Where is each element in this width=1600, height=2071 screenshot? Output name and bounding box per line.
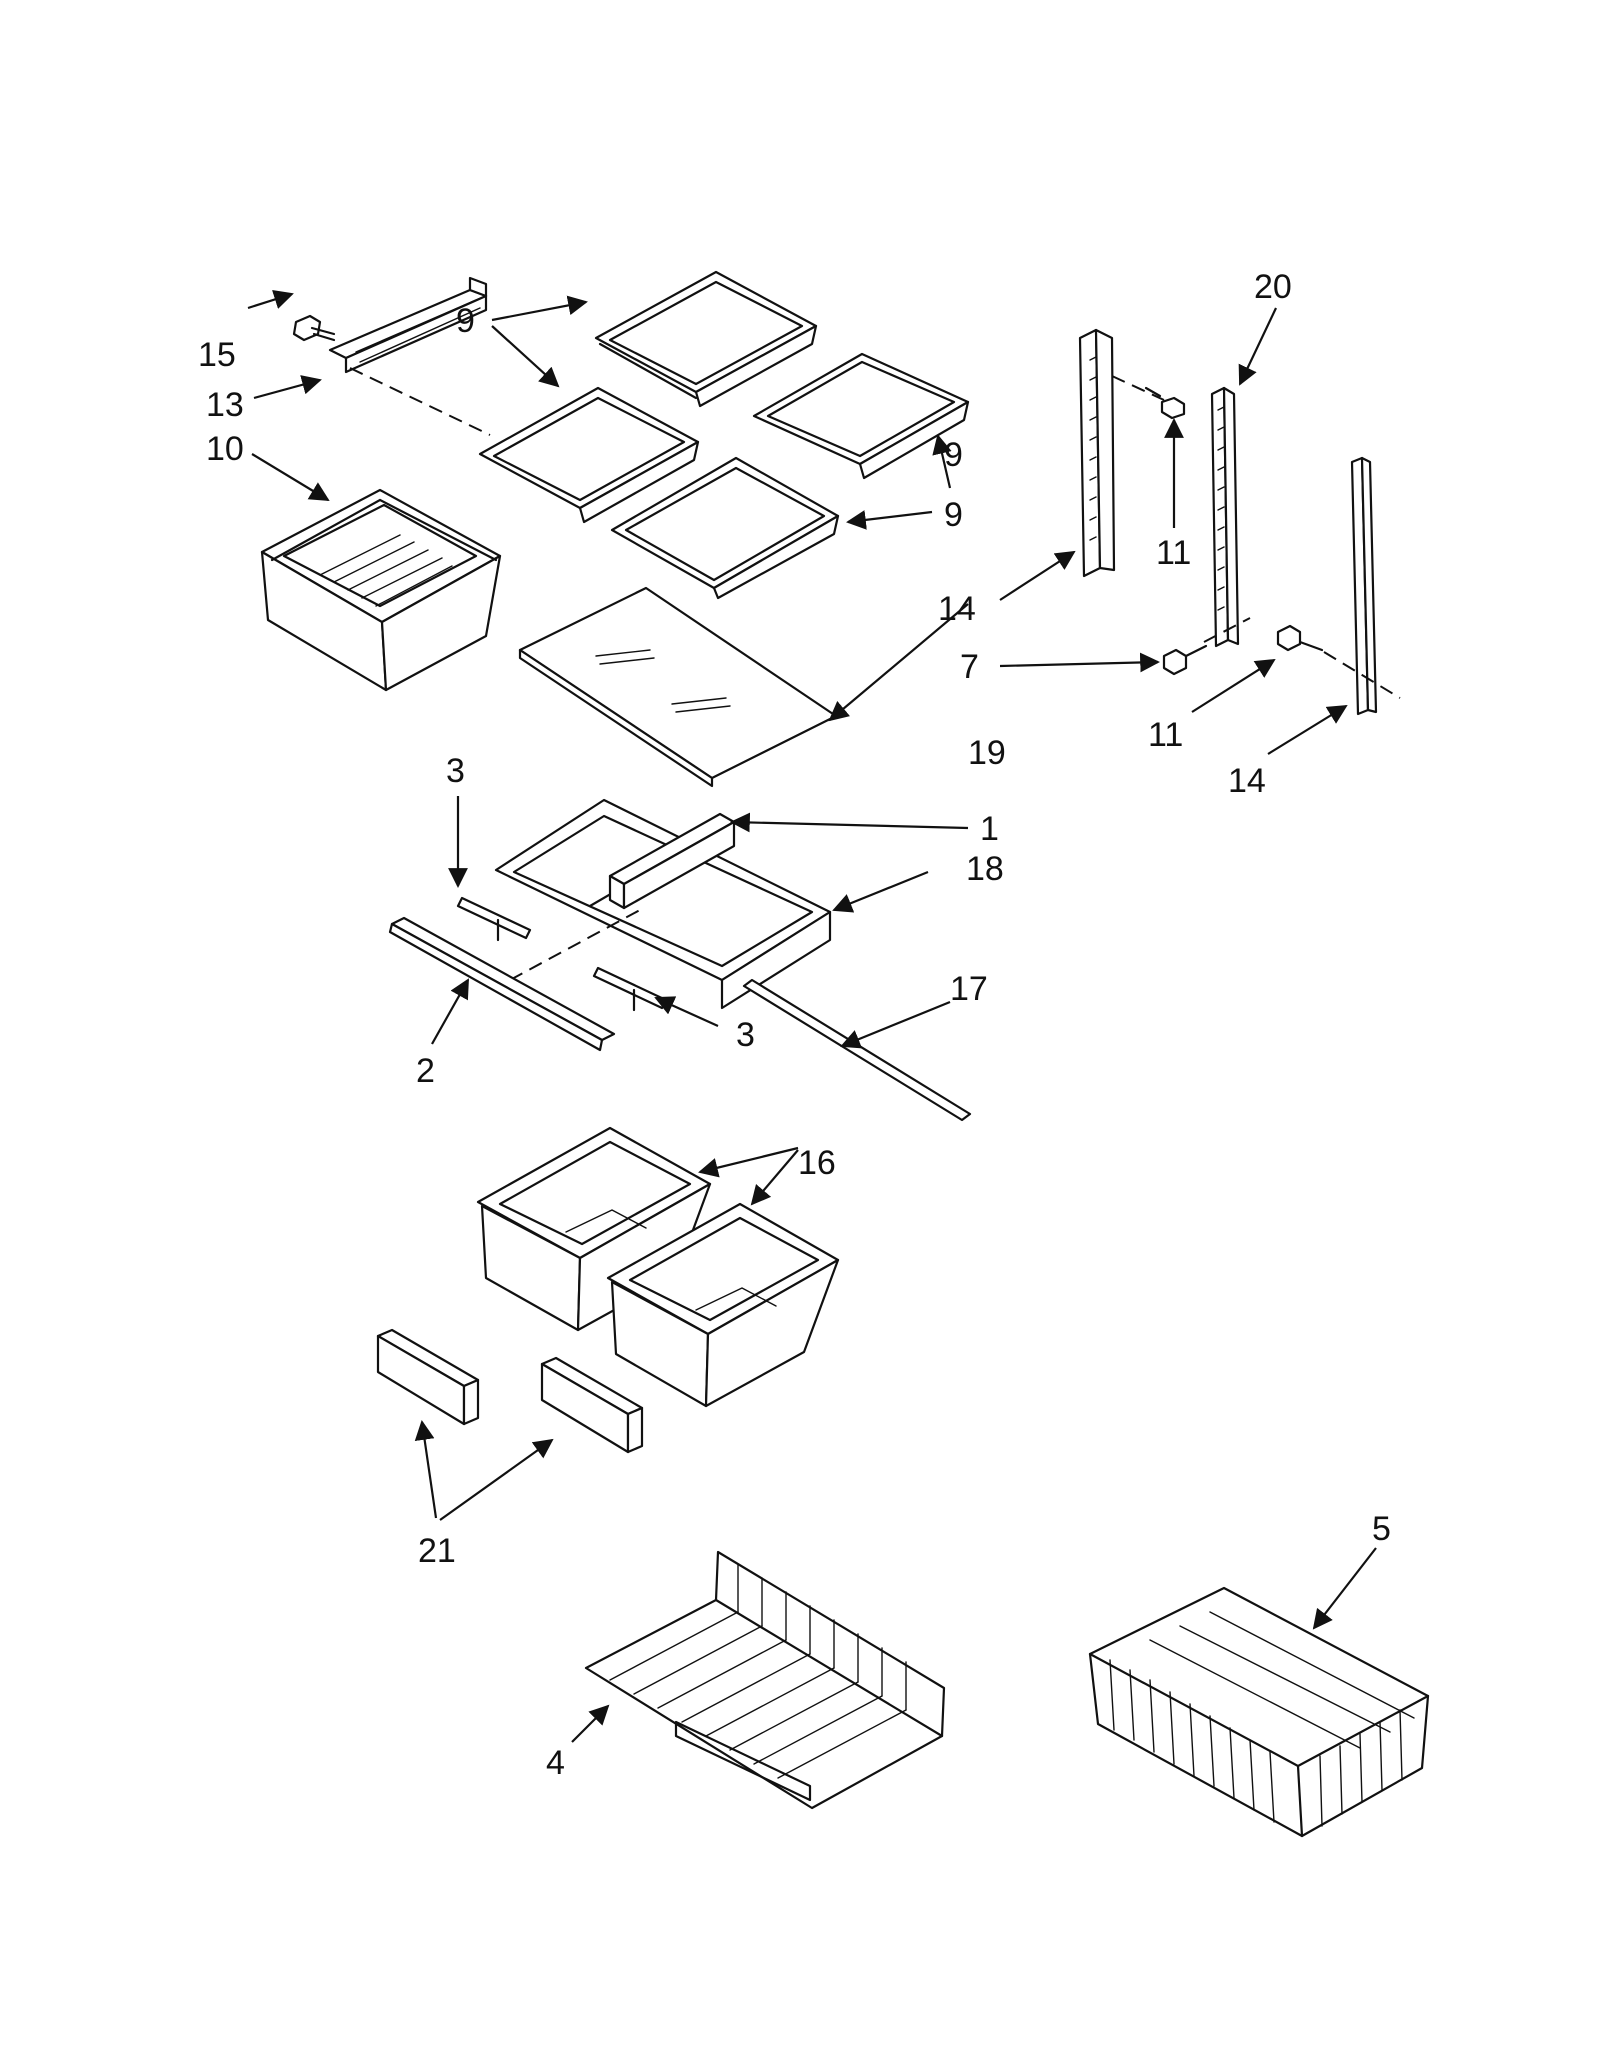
dash-line-11-bottom (1323, 651, 1401, 699)
callout-labels: 15 13 10 9 9 9 19 1 18 3 3 2 17 16 21 4 … (198, 268, 1391, 1782)
part-4-wire-shelf (584, 1550, 946, 1810)
leader-lines (247, 289, 1377, 1743)
callout-11-bottom: 11 (1148, 716, 1183, 754)
part-14-rail-left (1078, 328, 1116, 578)
part-7-screw (1162, 644, 1208, 676)
dash-line-11-top (1111, 375, 1165, 401)
part-9-shelf-mid-right (610, 456, 840, 600)
callout-13: 13 (206, 386, 244, 424)
callout-1: 1 (980, 810, 999, 848)
part-9-shelf-top-right (752, 352, 970, 480)
callout-4: 4 (546, 1744, 565, 1782)
callout-18: 18 (966, 850, 1004, 888)
dash-line-13 (349, 367, 491, 436)
callout-2: 2 (416, 1052, 435, 1090)
callout-3-left: 3 (446, 752, 465, 790)
part-13-rail (328, 276, 488, 374)
part-16-crisper-right (606, 1202, 840, 1408)
callout-15: 15 (198, 336, 236, 374)
dash-line-7 (1203, 617, 1251, 643)
part-2-front-trim (388, 916, 616, 1052)
callout-21: 21 (418, 1532, 456, 1570)
part-3-bracket-left (456, 896, 532, 942)
callout-11-top: 11 (1156, 534, 1191, 572)
part-21-handle-right (540, 1356, 644, 1454)
part-15-screw (292, 314, 336, 342)
part-5-wire-basket (1088, 1586, 1430, 1838)
callout-9-right: 9 (944, 496, 963, 534)
callout-9-right-top: 9 (944, 436, 963, 474)
part-14-rail-right (1350, 456, 1378, 716)
part-20-rail (1210, 386, 1240, 648)
callout-3-right: 3 (736, 1016, 755, 1054)
callout-17: 17 (950, 970, 988, 1008)
callout-14-right: 14 (1228, 762, 1266, 800)
part-17-rod (742, 978, 972, 1122)
callout-7: 7 (960, 648, 979, 686)
part-3-bracket-right (592, 966, 668, 1012)
callout-10: 10 (206, 430, 244, 468)
part-9-shelf-top-left (594, 270, 818, 408)
part-19-glass-shelf (518, 586, 838, 788)
part-21-handle-left (376, 1328, 480, 1426)
part-18-crisper-frame (494, 798, 832, 1010)
dash-line-3 (509, 909, 641, 981)
part-11-screw-top (1144, 386, 1186, 420)
callout-16: 16 (798, 1144, 836, 1182)
callout-9-top: 9 (456, 302, 475, 340)
callout-20: 20 (1254, 268, 1292, 306)
part-9-shelf-mid-left (478, 386, 700, 524)
callout-5: 5 (1372, 1510, 1391, 1548)
callout-19: 19 (968, 734, 1006, 772)
part-11-screw-bottom (1276, 624, 1324, 652)
callout-14-left: 14 (938, 590, 976, 628)
part-10-drawer (260, 488, 502, 692)
